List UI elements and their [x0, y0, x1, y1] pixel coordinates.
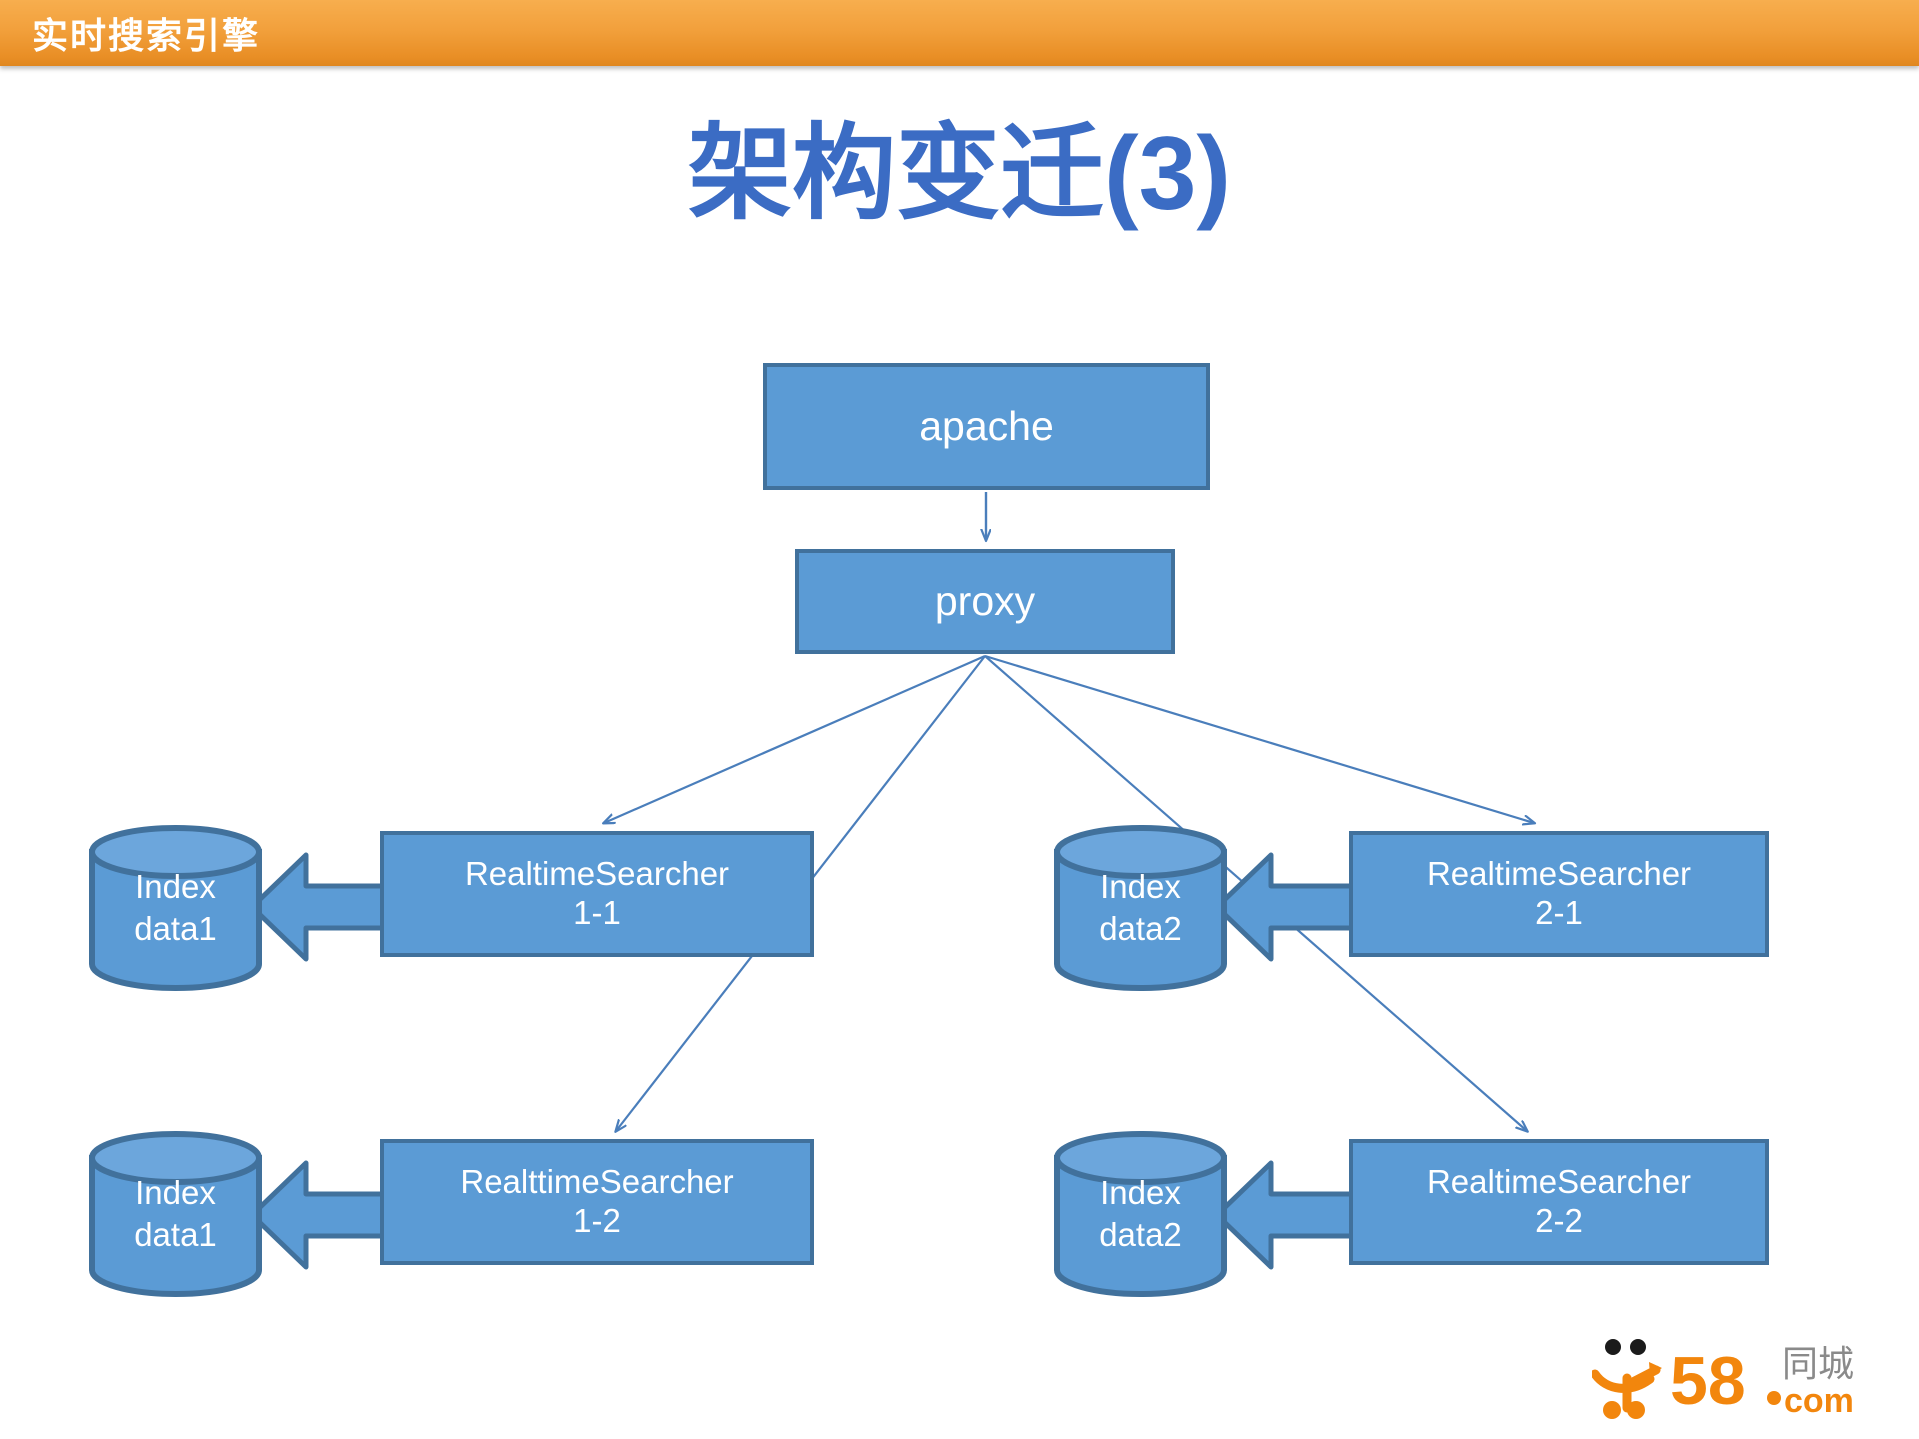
- node-apache[interactable]: apache: [763, 363, 1210, 490]
- header-title: 实时搜索引擎: [32, 15, 261, 57]
- logo-domain: com: [1784, 1382, 1854, 1420]
- node-index-data-1-2[interactable]: Index data1: [88, 1130, 263, 1298]
- header-bar: 实时搜索引擎: [0, 0, 1919, 66]
- logo-digits: 58: [1670, 1343, 1746, 1419]
- logo-mascot-foot-right: [1627, 1401, 1645, 1419]
- block-arrow-rs-1-2-to-index: [248, 1158, 396, 1272]
- edge-proxy-rs-2-1: [984, 654, 1534, 823]
- logo-mascot-foot-left: [1603, 1401, 1621, 1419]
- node-realtimesearcher-2-1[interactable]: RealtimeSearcher 2-1: [1349, 831, 1769, 957]
- logo-mascot-eye-right: [1630, 1339, 1646, 1355]
- node-realtimesearcher-2-2[interactable]: RealtimeSearcher 2-2: [1349, 1139, 1769, 1265]
- node-index-data-2-2[interactable]: Index data2: [1053, 1130, 1228, 1298]
- logo-mascot-figure: [1592, 1365, 1661, 1413]
- page-title-index: (3): [1103, 116, 1232, 232]
- node-index-data-2-1[interactable]: Index data2: [1053, 824, 1228, 992]
- node-index-data-1-1[interactable]: Index data1: [88, 824, 263, 992]
- logo-58com: 58 同城 com: [1592, 1338, 1892, 1430]
- block-arrow-rs-2-2-to-index: [1213, 1158, 1361, 1272]
- logo-cn-text: 同城: [1782, 1344, 1854, 1385]
- node-proxy[interactable]: proxy: [795, 549, 1175, 654]
- edge-proxy-rs-1-1: [604, 654, 986, 823]
- logo-mascot-arrow-head: [1649, 1362, 1662, 1376]
- node-realtimesearcher-1-1[interactable]: RealtimeSearcher 1-1: [380, 831, 814, 957]
- page-title: 架构变迁(3): [0, 118, 1919, 229]
- logo-dot: [1767, 1391, 1781, 1405]
- block-arrow-rs-1-1-to-index: [248, 850, 396, 964]
- logo-mascot-eye-left: [1605, 1339, 1621, 1355]
- block-arrow-rs-2-1-to-index: [1213, 850, 1361, 964]
- page-title-chinese: 架构变迁: [687, 111, 1104, 234]
- node-realtimesearcher-1-2[interactable]: RealttimeSearcher 1-2: [380, 1139, 814, 1265]
